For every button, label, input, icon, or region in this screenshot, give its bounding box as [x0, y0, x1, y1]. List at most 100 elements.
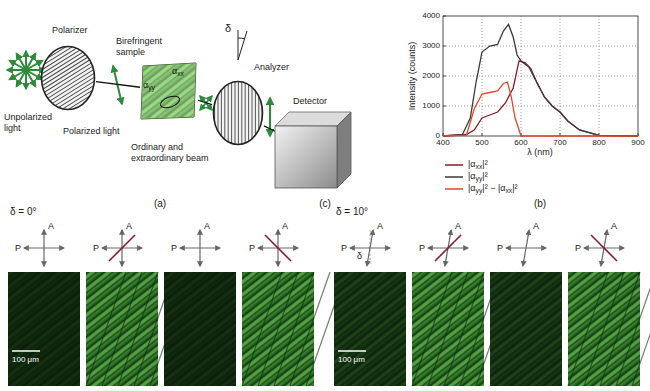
drawing-part	[228, 35, 229, 191]
drawing-part	[337, 112, 351, 188]
subscript: xx	[476, 163, 483, 170]
analyzer-mark: A	[377, 221, 383, 232]
panel-letter: (b)	[534, 198, 546, 210]
drawing-part	[173, 35, 174, 191]
drawing-part	[141, 63, 196, 119]
tick-label: 4000	[422, 11, 440, 21]
drawing-part	[16, 65, 158, 154]
spectrum-curve	[443, 24, 638, 136]
drawing-part	[190, 35, 191, 191]
drawing-part	[204, 35, 205, 191]
drawing-part	[0, 1, 119, 90]
analyzer-arrow	[523, 230, 529, 265]
angle-symbol: δ	[225, 22, 231, 35]
detector-box: Detector	[275, 112, 351, 188]
drawing-part	[184, 35, 185, 191]
sample-shape	[140, 62, 198, 120]
heading-label: Analyzer	[254, 62, 289, 73]
fiber-gap	[102, 272, 142, 386]
drawing-part	[245, 35, 246, 191]
drawing-part	[272, 35, 273, 191]
drawing-part	[11, 56, 153, 145]
drawing-part	[0, 22, 132, 111]
drawing-part	[6, 48, 148, 137]
tick-label: 700	[553, 138, 566, 148]
axis-title: Intensity (counts)	[407, 42, 418, 111]
drawing-part	[141, 63, 196, 119]
tick-label: 3000	[422, 41, 440, 51]
fiber-gap	[444, 272, 484, 386]
panel-letter: (c)	[319, 198, 331, 210]
disc-shape	[212, 80, 264, 146]
micrograph-shade	[412, 272, 484, 386]
drawing-part	[252, 35, 253, 191]
polarizer-mark: P	[497, 243, 503, 254]
box-shape	[275, 112, 351, 188]
analyzer-mark: A	[126, 221, 132, 232]
drawing-part	[177, 35, 178, 191]
drawing-part	[146, 35, 147, 191]
subscript: yy	[476, 187, 483, 194]
angle-heading: δ = 0°	[10, 206, 37, 218]
tick-label: 500	[475, 138, 488, 148]
angle-symbol: δ	[357, 251, 362, 262]
tick-mark	[443, 76, 446, 77]
sample-plate: Birefringent sampleαyyαxx	[140, 62, 198, 120]
drawing-part	[0, 0, 117, 88]
drawing-part	[0, 10, 125, 99]
drawing-part	[218, 35, 219, 191]
analyzer-mark: A	[282, 221, 288, 232]
reference-line	[238, 30, 239, 60]
heading-label: Birefringent sample	[116, 36, 180, 58]
tick-mark	[443, 106, 446, 107]
micrograph	[164, 272, 236, 386]
axis-symbol: αyy	[143, 80, 155, 91]
sample-axis	[435, 235, 461, 261]
light-beam	[198, 100, 212, 104]
analyzer-mark: A	[611, 221, 617, 232]
legend-line	[445, 176, 463, 178]
fiber-gap	[568, 272, 608, 386]
axis-symbol: αxx	[172, 66, 184, 77]
tick-label: 2000	[422, 71, 440, 81]
analyzer-mark: A	[204, 221, 210, 232]
drawing-part	[207, 35, 208, 191]
polarizer-mark: P	[249, 243, 255, 254]
drawing-part	[9, 53, 151, 142]
sample-axis	[109, 235, 135, 261]
subscript: xx	[505, 187, 512, 194]
micrograph-texture	[8, 272, 80, 386]
subscript: yy	[148, 84, 155, 91]
rotation-line	[238, 31, 247, 60]
plot-frame	[443, 16, 638, 136]
drawing-part	[255, 35, 256, 191]
drawing-part	[7, 50, 149, 139]
light-beam	[96, 82, 140, 88]
fiber-gap	[600, 272, 640, 386]
fiber-gap	[258, 272, 298, 386]
axis-title: λ (nm)	[527, 147, 553, 158]
micrograph	[8, 272, 80, 386]
drawing-part	[156, 35, 157, 191]
spectrum-curve	[443, 82, 638, 136]
drawing-part	[153, 35, 154, 191]
analyzer-mark: A	[533, 221, 539, 232]
analyzer-mark: A	[455, 221, 461, 232]
drawing-part	[0, 0, 103, 65]
spectrum-curve	[443, 61, 638, 136]
drawing-part	[231, 35, 232, 191]
drawing-part	[0, 0, 101, 62]
tick-label: 900	[631, 138, 644, 148]
drawing-part	[269, 35, 270, 191]
micrograph-texture	[490, 272, 562, 386]
fiber-gap	[274, 272, 314, 386]
drawing-part	[150, 35, 151, 191]
drawing-part	[248, 35, 249, 191]
drawing-part	[0, 4, 121, 93]
drawing-part	[0, 7, 123, 96]
micrograph	[412, 272, 484, 386]
drawing-part	[224, 35, 225, 191]
panel-letter: (a)	[154, 198, 166, 210]
subscript: xx	[177, 70, 184, 77]
